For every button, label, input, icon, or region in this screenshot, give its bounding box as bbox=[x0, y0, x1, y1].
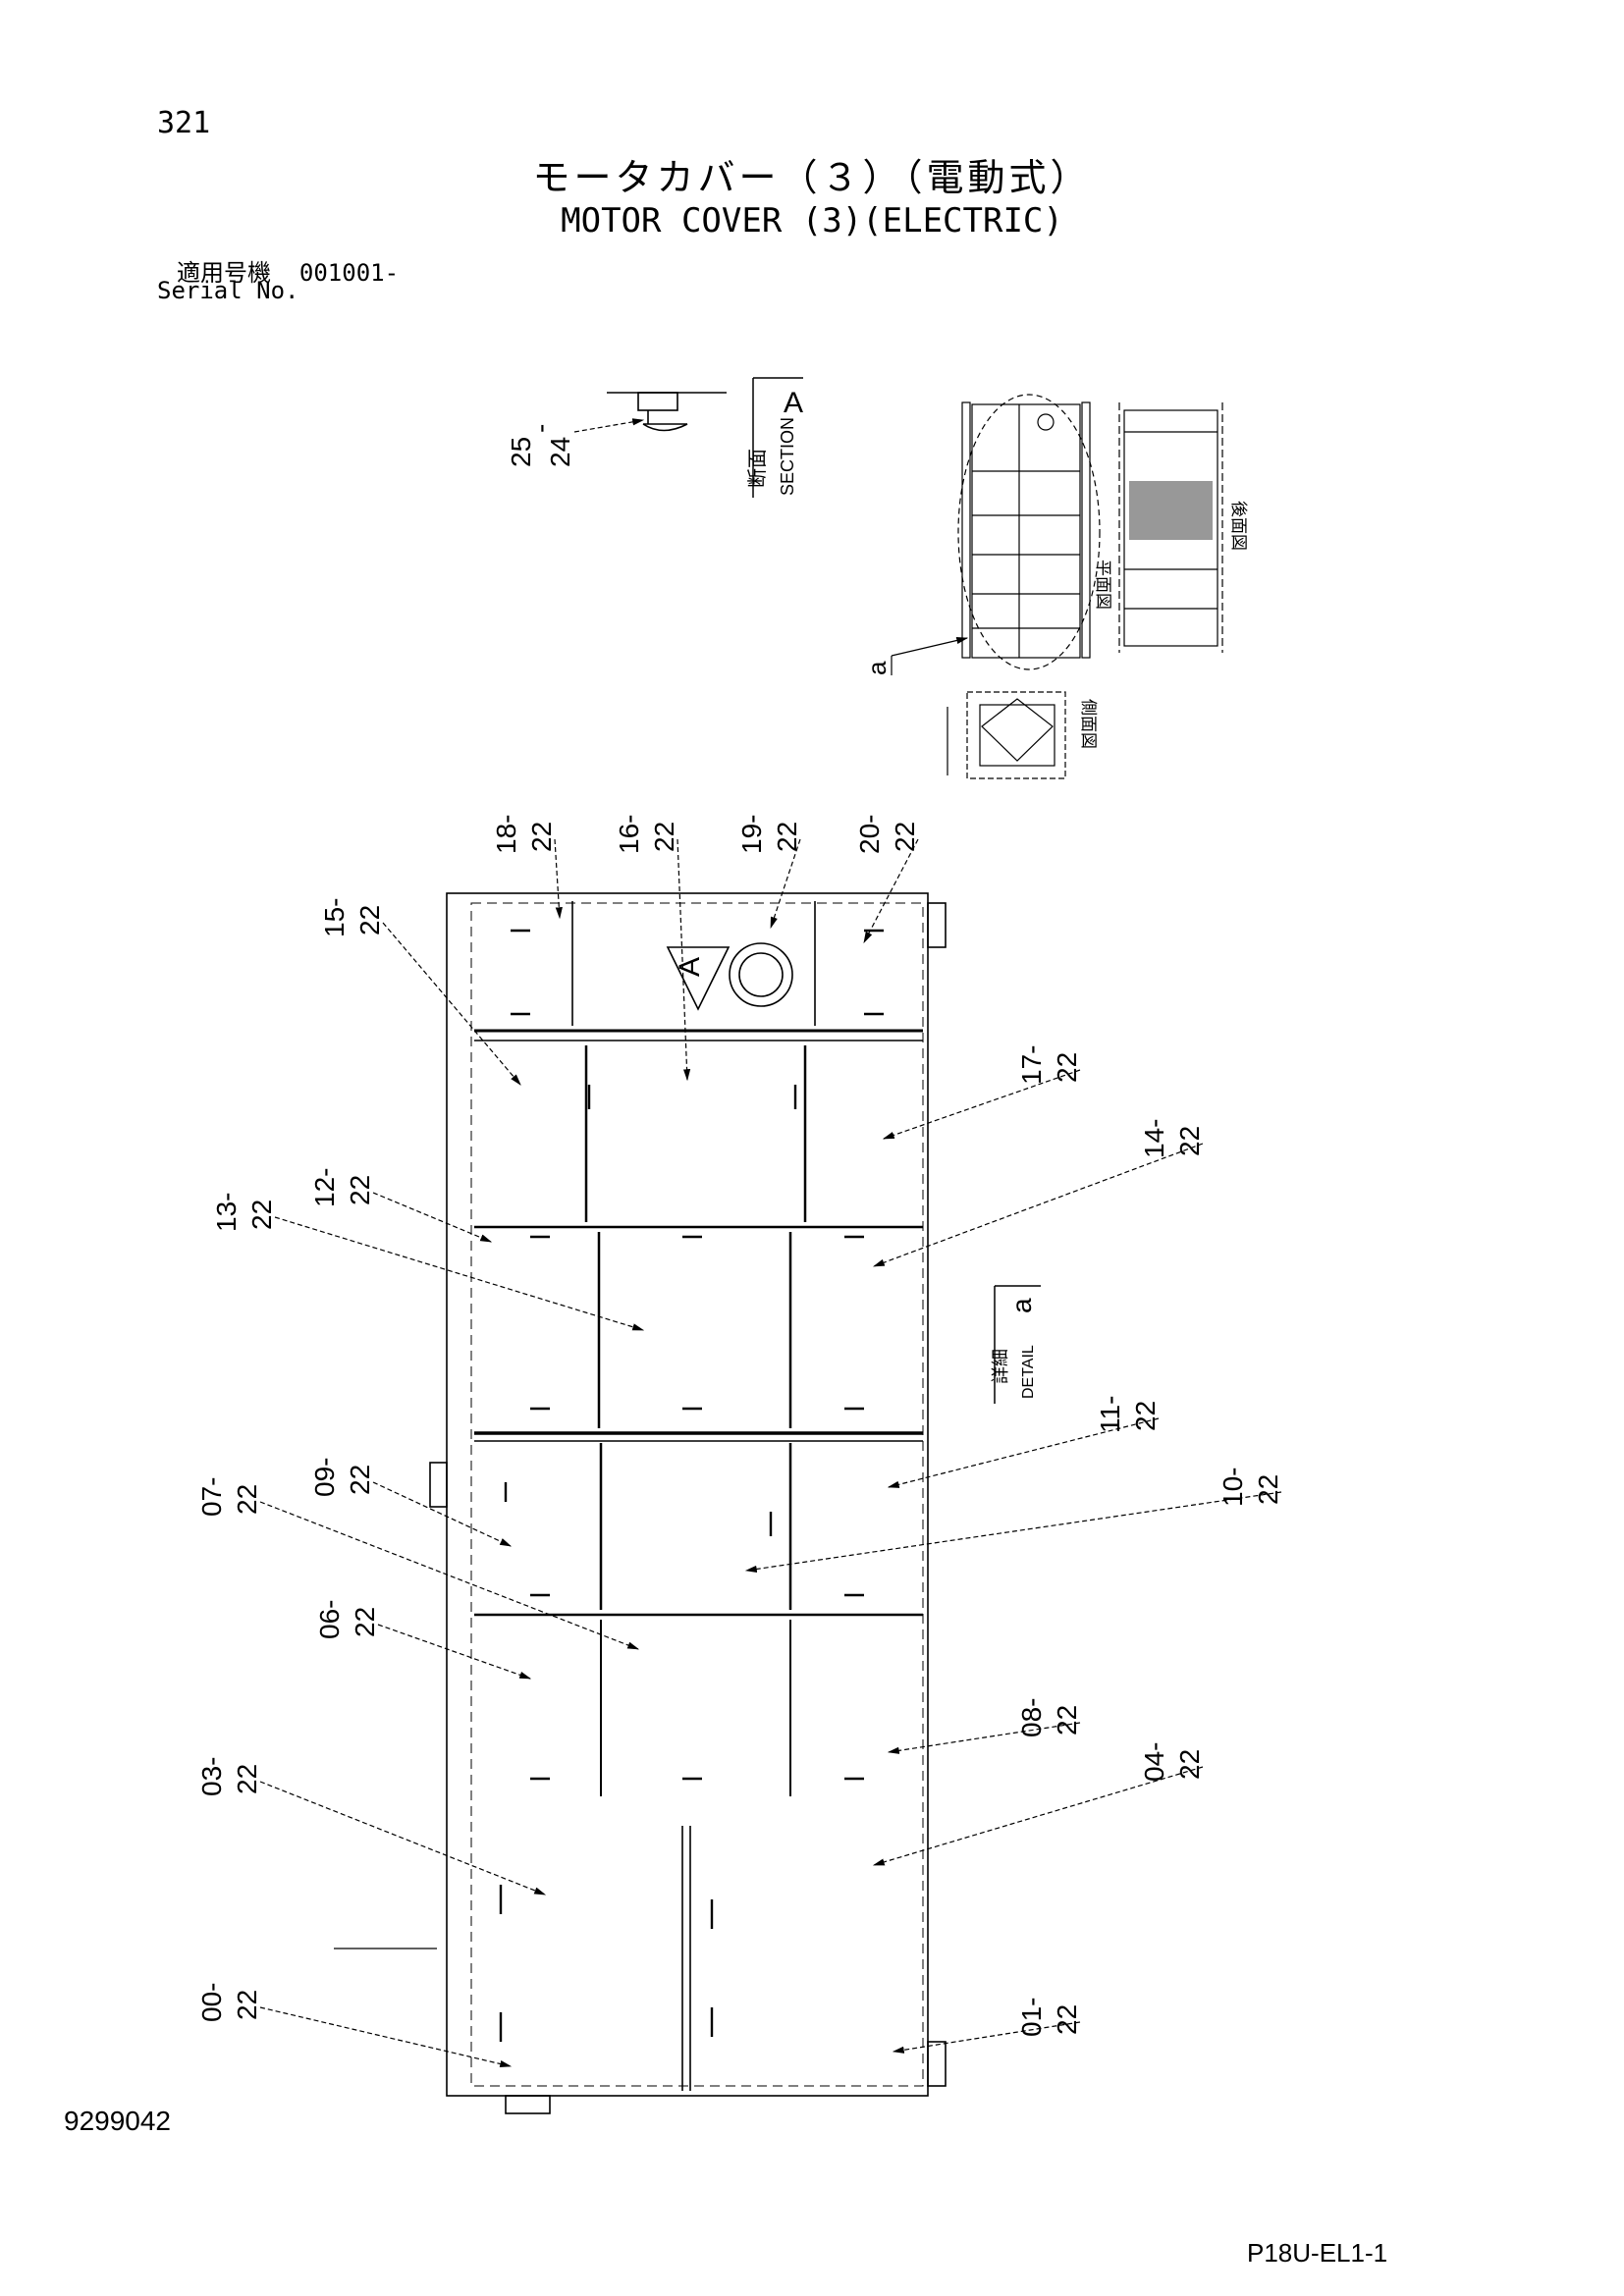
section-callout-part: 25 bbox=[506, 437, 536, 467]
callout-qty-04: 22 bbox=[1174, 1749, 1205, 1780]
callout-part-20: 20- bbox=[854, 815, 885, 854]
side-view-label: 側面図 bbox=[1079, 699, 1098, 749]
plan-view-key bbox=[957, 394, 1101, 670]
callout-leader-13 bbox=[274, 1216, 645, 1331]
callout-part-14: 14- bbox=[1139, 1119, 1169, 1158]
callout-leader-10 bbox=[744, 1491, 1282, 1573]
callout-part-07: 07- bbox=[196, 1477, 227, 1517]
callout-qty-07: 22 bbox=[232, 1484, 262, 1515]
serial-line: 適用号機 001001- bbox=[177, 253, 399, 288]
section-callout: 25 24 - bbox=[506, 418, 645, 467]
section-en: SECTION bbox=[778, 417, 797, 496]
callout-part-17: 17- bbox=[1016, 1045, 1047, 1085]
title-japanese: モータカバー（３）（電動式） bbox=[532, 156, 1092, 199]
callout-leader-20 bbox=[863, 838, 919, 944]
section-a-detail bbox=[607, 392, 727, 432]
detail-jp: 詳細 bbox=[991, 1349, 1010, 1384]
section-callout-dash: - bbox=[525, 424, 556, 433]
section-a-label: A 断面 SECTION bbox=[746, 377, 803, 498]
callout-leader-06 bbox=[377, 1624, 532, 1680]
rear-view-key bbox=[1118, 402, 1223, 653]
detail-ref-letter: a bbox=[862, 661, 892, 675]
callout-leader-16 bbox=[677, 838, 691, 1082]
main-plan-view bbox=[334, 892, 947, 2114]
callout-part-11: 11- bbox=[1095, 1396, 1125, 1433]
callout-part-19: 19- bbox=[736, 815, 767, 854]
callout-qty-20: 22 bbox=[890, 822, 920, 852]
callout-leader-15 bbox=[382, 922, 521, 1086]
side-view-key bbox=[947, 691, 1066, 779]
page-number: 321 bbox=[157, 106, 211, 140]
plan-view-label: 平面図 bbox=[1094, 560, 1112, 610]
callout-qty-11: 22 bbox=[1130, 1401, 1161, 1431]
callout-qty-16: 22 bbox=[649, 822, 679, 852]
callout-leader-08 bbox=[887, 1722, 1081, 1754]
serial-value: 001001- bbox=[298, 259, 400, 287]
callout-qty-13: 22 bbox=[246, 1200, 277, 1230]
callout-part-13: 13- bbox=[211, 1193, 242, 1232]
callout-qty-00: 22 bbox=[232, 1990, 262, 2020]
view-marker: A bbox=[674, 957, 706, 977]
callout-part-18: 18- bbox=[491, 815, 521, 854]
section-letter: A bbox=[784, 387, 803, 419]
callout-leader-01 bbox=[892, 2021, 1081, 2054]
reference-code: P18U-EL1-1 bbox=[1247, 2238, 1388, 2268]
callout-part-08: 08- bbox=[1016, 1698, 1047, 1737]
callout-leader-09 bbox=[372, 1481, 513, 1547]
callout-part-15: 15- bbox=[319, 898, 350, 937]
section-callout-qty: 24 bbox=[545, 437, 575, 467]
callout-qty-09: 22 bbox=[345, 1465, 375, 1495]
callout-leader-04 bbox=[872, 1766, 1204, 1866]
callout-qty-18: 22 bbox=[526, 822, 557, 852]
serial-label-en: Serial No. bbox=[157, 277, 299, 304]
callout-qty-03: 22 bbox=[232, 1764, 262, 1794]
title-english: MOTOR COVER (3)(ELECTRIC) bbox=[561, 201, 1063, 240]
callout-leader-18 bbox=[554, 838, 563, 920]
callout-qty-08: 22 bbox=[1052, 1705, 1082, 1735]
callout-leader-07 bbox=[259, 1501, 640, 1650]
callout-qty-19: 22 bbox=[772, 822, 802, 852]
callout-leader-11 bbox=[887, 1417, 1160, 1488]
detail-en: DETAIL bbox=[1020, 1345, 1037, 1399]
callout-qty-06: 22 bbox=[350, 1607, 380, 1637]
document-number: 9299042 bbox=[64, 2106, 172, 2136]
callout-part-04: 04- bbox=[1139, 1742, 1169, 1782]
callout-part-16: 16- bbox=[614, 815, 644, 854]
callout-part-01: 01- bbox=[1016, 1998, 1047, 2037]
callout-qty-15: 22 bbox=[354, 905, 385, 935]
callout-leader-00 bbox=[259, 2006, 513, 2068]
callout-part-06: 06- bbox=[314, 1600, 345, 1639]
callout-qty-17: 22 bbox=[1052, 1052, 1082, 1083]
callout-part-03: 03- bbox=[196, 1757, 227, 1796]
callout-part-10: 10- bbox=[1218, 1468, 1248, 1507]
callout-part-09: 09- bbox=[309, 1458, 340, 1497]
detail-letter: a bbox=[1006, 1298, 1037, 1313]
callout-leader-12 bbox=[372, 1192, 493, 1243]
callout-qty-10: 22 bbox=[1253, 1474, 1283, 1505]
callout-qty-12: 22 bbox=[345, 1175, 375, 1205]
rear-view-label: 後面図 bbox=[1229, 501, 1248, 551]
callout-qty-01: 22 bbox=[1052, 2004, 1082, 2035]
callout-qty-14: 22 bbox=[1174, 1126, 1205, 1156]
detail-ref-pointer: a bbox=[862, 636, 969, 675]
callout-leader-17 bbox=[882, 1069, 1081, 1140]
callout-leader-14 bbox=[872, 1143, 1204, 1267]
callout-leader-03 bbox=[259, 1781, 547, 1896]
section-jp: 断面 bbox=[746, 449, 769, 488]
callout-part-00: 00- bbox=[196, 1983, 227, 2022]
callout-part-12: 12- bbox=[309, 1168, 340, 1207]
detail-a-label: a 詳細 DETAIL bbox=[991, 1285, 1041, 1404]
serial-label-jp: 適用号機 bbox=[177, 259, 271, 287]
